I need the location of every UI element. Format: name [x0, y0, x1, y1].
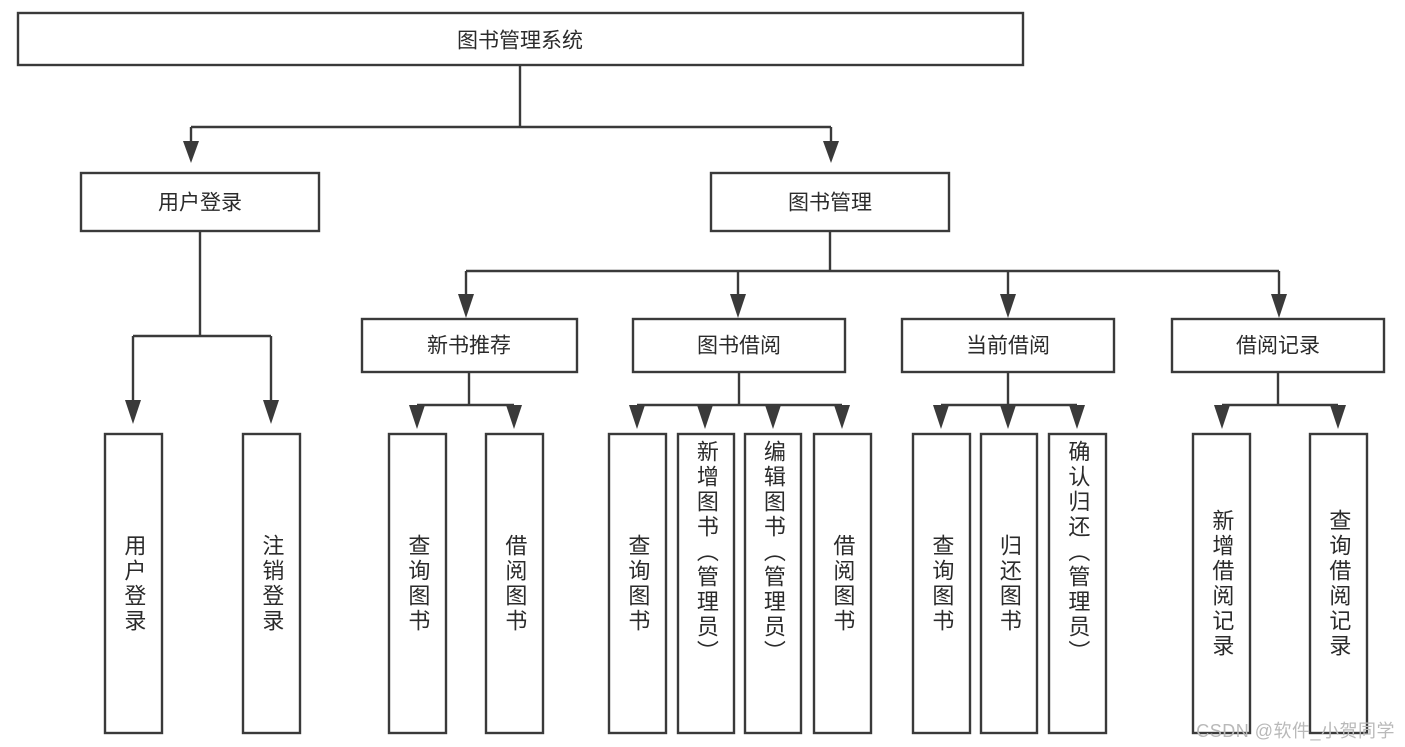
node-label-current-borrow: 当前借阅 [966, 335, 1050, 358]
arrow-head-leaf-query-book-3 [933, 405, 949, 429]
node-box-leaf-return-book[interactable] [979, 432, 1039, 735]
arrow-head-leaf-query-book-2 [629, 405, 645, 429]
arrow-head-leaf-edit-book [765, 405, 781, 429]
arrow-head-leaf-query-book-1 [409, 405, 425, 429]
node-box-leaf-query-book-1[interactable] [387, 432, 448, 735]
arrow-head-book-management [823, 141, 839, 163]
node-box-leaf-confirm-return[interactable] [1047, 432, 1108, 735]
node-box-current-borrow[interactable] [900, 317, 1116, 374]
node-box-leaf-query-borrow-record[interactable] [1308, 432, 1369, 735]
node-label-book-management: 图书管理 [788, 192, 872, 215]
arrow-head-leaf-return-book [1000, 405, 1016, 429]
arrow-head-leaf-borrow-book-2 [834, 405, 850, 429]
node-box-leaf-add-borrow-record[interactable] [1191, 432, 1252, 735]
arrow-head-borrow-record [1271, 294, 1287, 318]
node-box-book-borrow[interactable] [631, 317, 847, 374]
node-label-borrow-record: 借阅记录 [1236, 335, 1320, 358]
node-box-leaf-query-book-2[interactable] [607, 432, 668, 735]
node-label-user-login: 用户登录 [158, 192, 242, 215]
node-box-leaf-borrow-book-1[interactable] [484, 432, 545, 735]
node-box-leaf-borrow-book-2[interactable] [812, 432, 873, 735]
arrow-head-user-login [183, 141, 199, 163]
node-box-new-book-recommend[interactable] [360, 317, 579, 374]
node-box-leaf-add-book[interactable] [676, 432, 736, 735]
arrow-head-leaf-add-borrow-record [1214, 405, 1230, 429]
arrow-head-leaf-user-logout [263, 400, 279, 424]
arrow-head-leaf-confirm-return [1069, 405, 1085, 429]
node-box-leaf-query-book-3[interactable] [911, 432, 972, 735]
node-box-leaf-user-logout[interactable] [241, 432, 302, 735]
arrow-head-current-borrow [1000, 294, 1016, 318]
arrow-head-leaf-borrow-book-1 [506, 405, 522, 429]
arrow-head-leaf-user-login [125, 400, 141, 424]
node-box-book-management[interactable] [709, 171, 951, 233]
node-label-new-book-recommend: 新书推荐 [427, 335, 511, 358]
node-box-leaf-edit-book[interactable] [743, 432, 803, 735]
arrow-head-new-book-recommend [458, 294, 474, 318]
node-label-root: 图书管理系统 [457, 30, 583, 53]
arrow-head-book-borrow [730, 294, 746, 318]
arrow-head-leaf-query-borrow-record [1330, 405, 1346, 429]
node-label-book-borrow: 图书借阅 [697, 335, 781, 358]
node-box-borrow-record[interactable] [1170, 317, 1386, 374]
arrow-head-leaf-add-book [697, 405, 713, 429]
node-box-leaf-user-login[interactable] [103, 432, 164, 735]
node-box-root[interactable] [16, 11, 1025, 67]
